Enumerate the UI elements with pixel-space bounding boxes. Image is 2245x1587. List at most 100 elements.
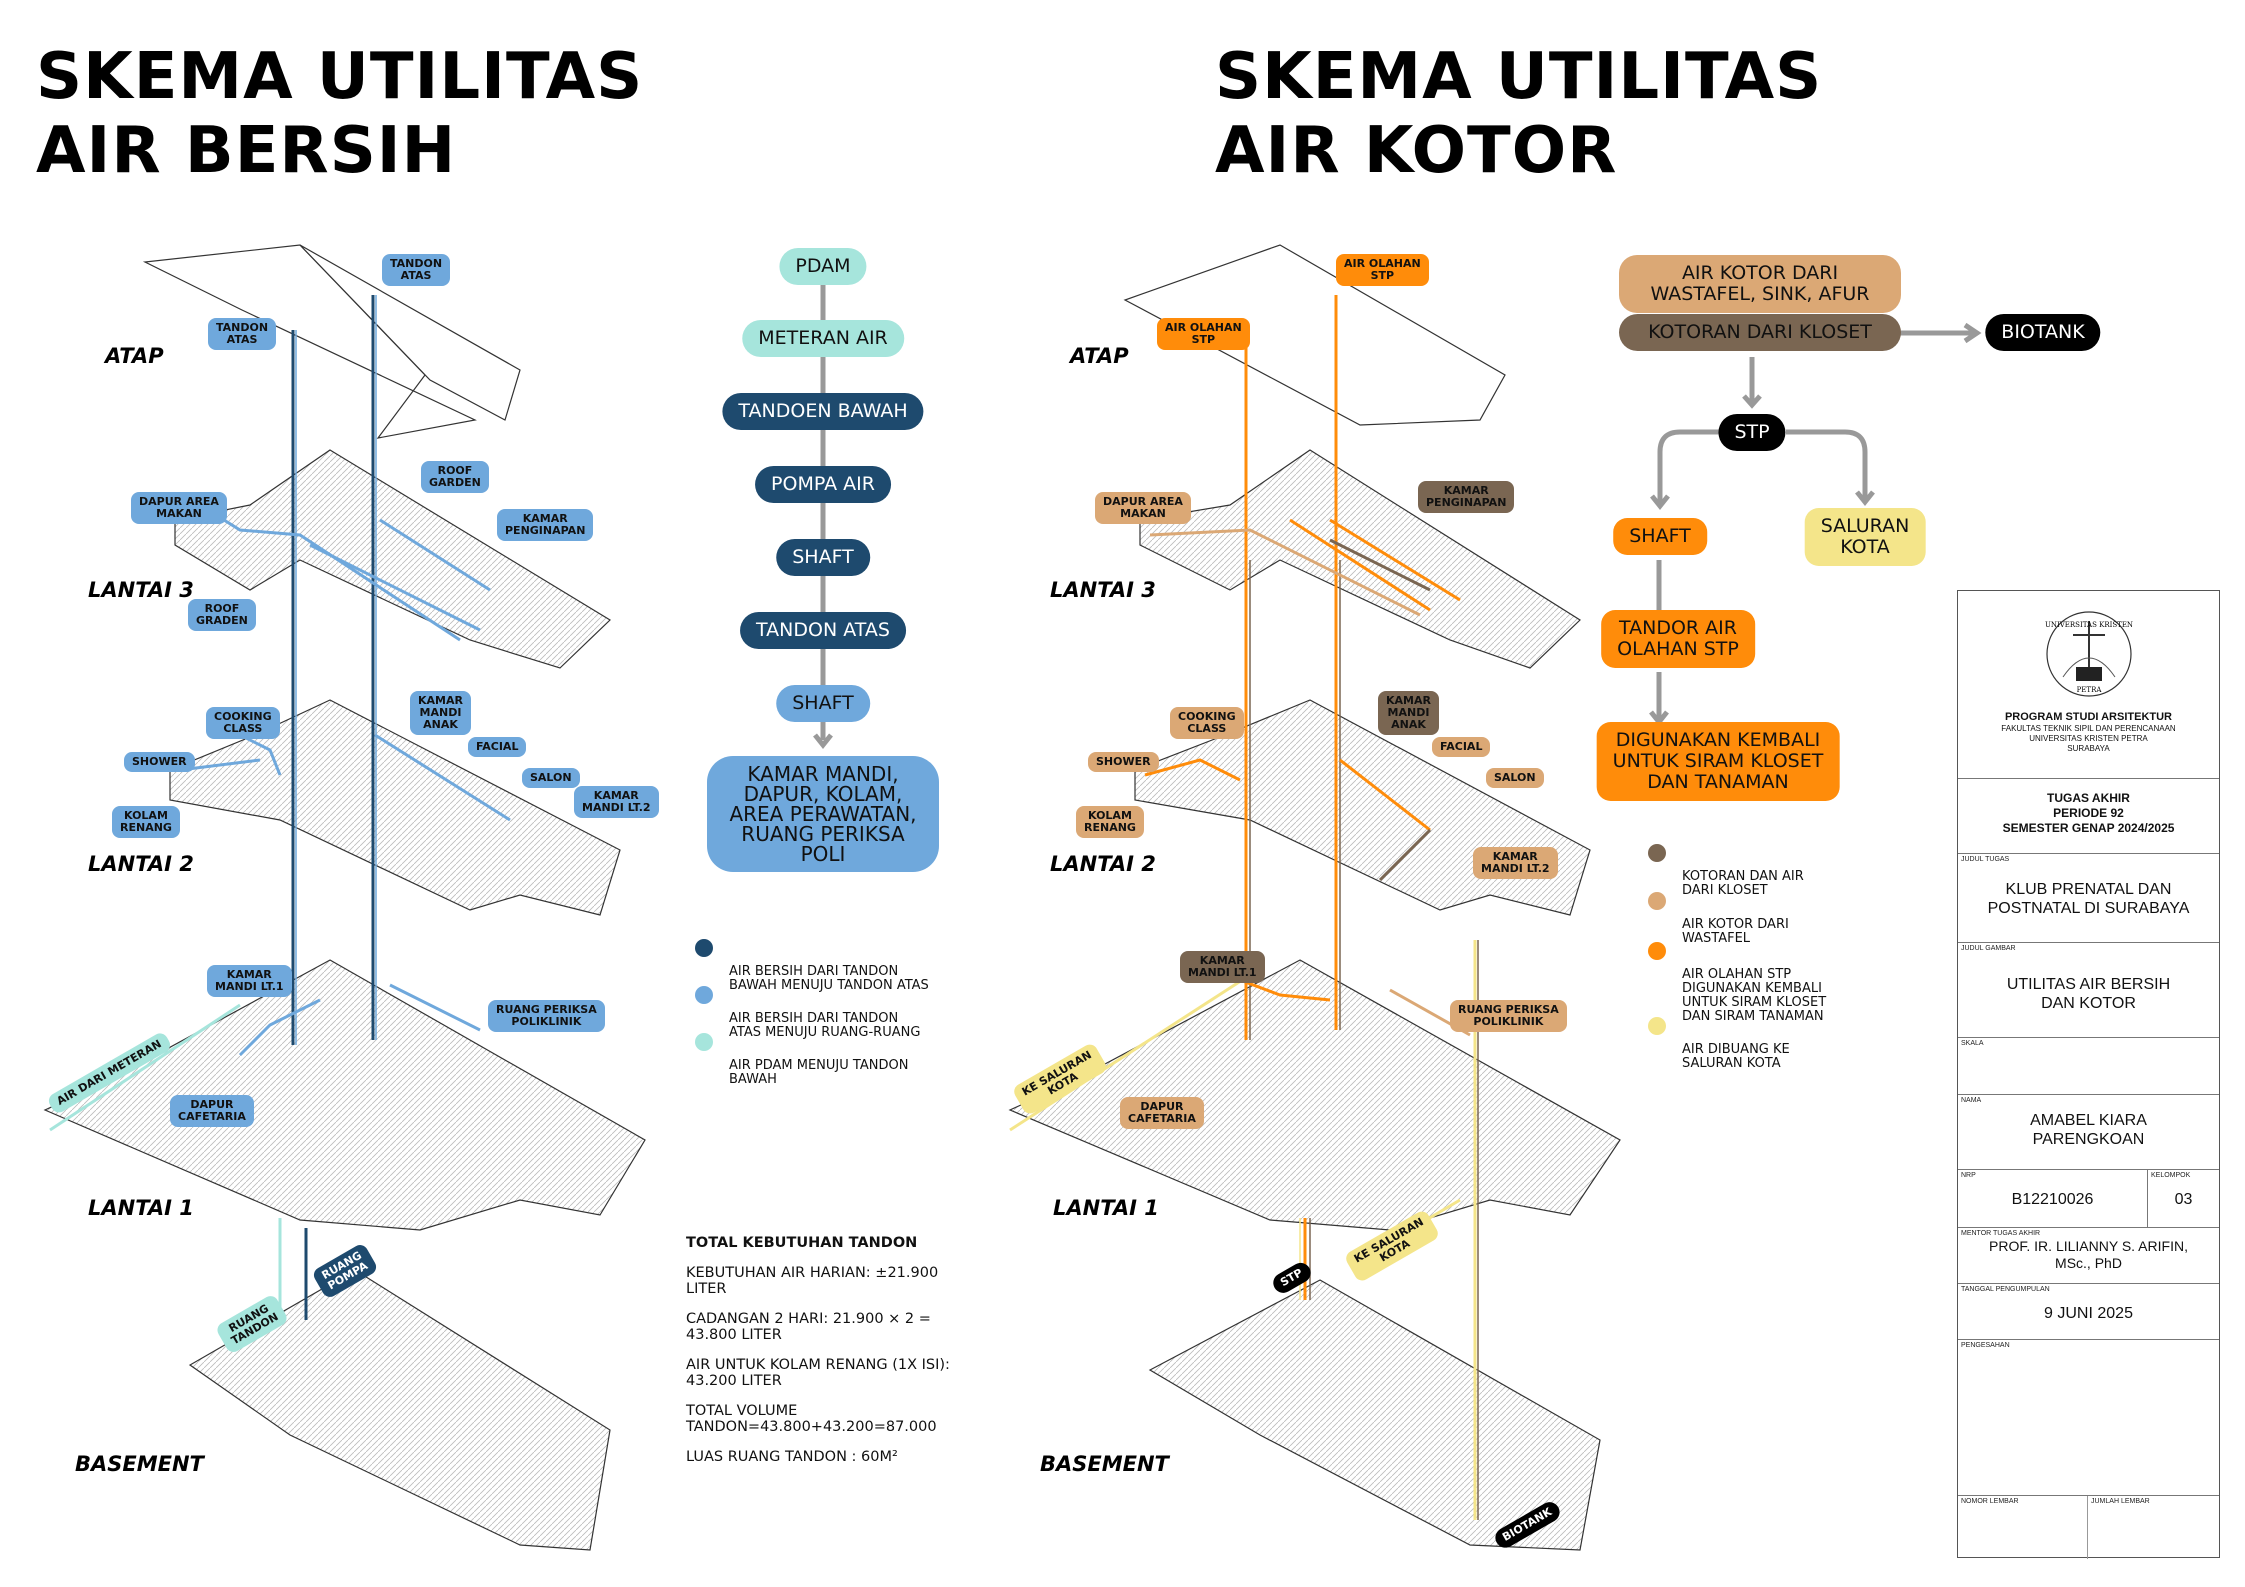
faculty-name: FAKULTAS TEKNIK SIPIL DAN PERENCANAAN [2001, 724, 2176, 733]
tag-r-salon: SALON [1486, 768, 1544, 788]
right-title-line2: AIR KOTOR [1215, 114, 1618, 188]
flow-node-kotoran: KOTORAN DARI KLOSET [1619, 314, 1901, 351]
tag-roof-graden: ROOF GRADEN [188, 599, 256, 631]
tag-ruang-periksa: RUANG PERIKSA POLIKLINIK [488, 1000, 605, 1032]
right-floor-label-lantai2: LANTAI 2 [1050, 852, 1156, 876]
right-floor-label-lantai3: LANTAI 3 [1050, 578, 1156, 602]
project-title: KLUB PRENATAL DAN POSTNATAL DI SURABAYA [1987, 881, 2190, 917]
legend-dot-brown [1648, 844, 1666, 862]
left-floor-3 [174, 449, 611, 669]
right-legend-item-3: AIR OLAHAN STP DIGUNAKAN KEMBALI UNTUK S… [1648, 940, 1826, 1038]
right-basement [1148, 1279, 1601, 1551]
tag-cooking-class: COOKING CLASS [206, 707, 280, 739]
student-nrp: B12210026 [2011, 1191, 2094, 1208]
tag-r-kamar-mandi-lt2: KAMAR MANDI LT.2 [1473, 847, 1558, 879]
left-basement [188, 1269, 611, 1551]
calc-line-daily: KEBUTUHAN AIR HARIAN: ±21.900 LITER [686, 1265, 939, 1297]
tag-r-kolam-renang: KOLAM RENANG [1076, 806, 1144, 838]
legend-dot-orange [1648, 942, 1666, 960]
flow-node-stp: STP [1718, 414, 1786, 451]
right-title: SKEMA UTILITAS AIR KOTOR [1215, 40, 1822, 188]
right-floor-label-lantai1: LANTAI 1 [1053, 1196, 1159, 1220]
legend-dot-navy [695, 939, 713, 957]
flow-node-shaft-2: SHAFT [776, 685, 870, 722]
right-roof-plate [1123, 244, 1506, 426]
judul-gambar-cell: JUDUL GAMBAR UTILITAS AIR BERSIH DAN KOT… [1958, 943, 2219, 1038]
flow-node-tandon-atas: TANDON ATAS [740, 612, 906, 649]
calc-line-pool: AIR UNTUK KOLAM RENANG (1X ISI): 43.200 … [686, 1357, 950, 1389]
tag-r-kamar-mandi-lt1: KAMAR MANDI LT.1 [1180, 951, 1265, 983]
left-title: SKEMA UTILITAS AIR BERSIH [36, 40, 643, 188]
tag-r-shower: SHOWER [1088, 752, 1159, 772]
drawing-title: UTILITAS AIR BERSIH DAN KOTOR [2006, 976, 2171, 1012]
title-block: UNIVERSITAS KRISTEN PETRA PROGRAM STUDI … [1957, 590, 2220, 1559]
tag-r-cooking-class: COOKING CLASS [1170, 707, 1244, 739]
right-legend-item-1: KOTORAN DAN AIR DARI KLOSET [1648, 842, 1804, 912]
tag-kamar-mandi-lt2: KAMAR MANDI LT.2 [574, 786, 659, 818]
flow-node-pdam: PDAM [779, 248, 867, 285]
tag-kamar-penginapan: KAMAR PENGINAPAN [497, 509, 594, 541]
calc-line-area: LUAS RUANG TANDON : 60M² [686, 1449, 898, 1465]
right-title-line1: SKEMA UTILITAS [1215, 40, 1823, 114]
left-iso-building [43, 244, 646, 1551]
flow-node-tandor: TANDOR AIR OLAHAN STP [1601, 610, 1755, 668]
tag-air-olahan-stp-2: AIR OLAHAN STP [1157, 318, 1250, 350]
lembar-cell: NOMOR LEMBAR JUMLAH LEMBAR [1958, 1496, 2219, 1559]
judul-tugas-cell: JUDUL TUGAS KLUB PRENATAL DAN POSTNATAL … [1958, 854, 2219, 943]
left-flow-connectors [813, 285, 833, 750]
tag-r-ruang-periksa: RUANG PERIKSA POLIKLINIK [1450, 1000, 1567, 1032]
pengesahan-cell: PENGESAHAN [1958, 1340, 2219, 1496]
svg-text:UNIVERSITAS KRISTEN: UNIVERSITAS KRISTEN [2045, 621, 2133, 629]
right-floor-label-basement: BASEMENT [1040, 1452, 1169, 1476]
calc-heading: TOTAL KEBUTUHAN TANDON [686, 1235, 918, 1251]
svg-text:PETRA: PETRA [2077, 686, 2103, 694]
left-legend-item-1: AIR BERSIH DARI TANDON BAWAH MENUJU TAND… [695, 937, 929, 1007]
left-title-line1: SKEMA UTILITAS [36, 40, 644, 114]
skala-cell: SKALA [1958, 1038, 2219, 1095]
right-legend-item-4: AIR DIBUANG KE SALURAN KOTA [1648, 1015, 1790, 1085]
left-title-line2: AIR BERSIH [36, 114, 457, 188]
tag-r-facial: FACIAL [1432, 737, 1491, 757]
title-block-header: UNIVERSITAS KRISTEN PETRA PROGRAM STUDI … [1958, 591, 2219, 779]
flow-node-digunakan-kembali: DIGUNAKAN KEMBALI UNTUK SIRAM KLOSET DAN… [1596, 722, 1840, 801]
left-floor-label-lantai3: LANTAI 3 [88, 578, 194, 602]
flow-node-biotank: BIOTANK [1985, 314, 2101, 351]
right-floor-label-atap: ATAP [1070, 344, 1129, 368]
left-floor-label-atap: ATAP [105, 344, 164, 368]
legend-dot-tan [1648, 892, 1666, 910]
tag-r-kamar-penginapan: KAMAR PENGINAPAN [1418, 481, 1515, 513]
tag-air-olahan-stp-1: AIR OLAHAN STP [1336, 254, 1429, 286]
flow-node-pompa-air: POMPA AIR [755, 466, 891, 503]
left-floor-label-lantai1: LANTAI 1 [88, 1196, 194, 1220]
course-info: TUGAS AKHIR PERIODE 92 SEMESTER GENAP 20… [1958, 779, 2219, 854]
university-name: UNIVERSITAS KRISTEN PETRA [2029, 734, 2148, 743]
tag-dapur-cafetaria: DAPUR CAFETARIA [170, 1095, 254, 1127]
tank-calculation: TOTAL KEBUTUHAN TANDON KEBUTUHAN AIR HAR… [686, 1235, 1006, 1479]
left-legend-item-2: AIR BERSIH DARI TANDON ATAS MENUJU RUANG… [695, 984, 920, 1054]
flow-node-shaft-1: SHAFT [776, 539, 870, 576]
group-number: 03 [2174, 1191, 2193, 1208]
tag-tandon-atas-2: TANDON ATAS [208, 318, 277, 350]
left-floor-2 [169, 699, 621, 916]
program-name: PROGRAM STUDI ARSITEKTUR [2004, 711, 2173, 723]
tag-r-kamar-mandi-anak: KAMAR MANDI ANAK [1378, 691, 1439, 735]
tanggal-cell: TANGGAL PENGUMPULAN 9 JUNI 2025 [1958, 1284, 2219, 1340]
tag-kamar-mandi-lt1: KAMAR MANDI LT.1 [207, 965, 292, 997]
tag-dapur-area-makan: DAPUR AREA MAKAN [131, 492, 227, 524]
left-floor-label-basement: BASEMENT [75, 1452, 204, 1476]
flow-node-shaft: SHAFT [1613, 518, 1707, 555]
right-floor-3 [1139, 449, 1581, 669]
left-roof-plate-b [299, 244, 521, 421]
tag-salon: SALON [522, 768, 580, 788]
legend-dot-light-blue [695, 986, 713, 1004]
university-logo-icon: UNIVERSITAS KRISTEN PETRA [2045, 611, 2133, 697]
tag-kamar-mandi-anak: KAMAR MANDI ANAK [410, 691, 471, 735]
left-floor-label-lantai2: LANTAI 2 [88, 852, 194, 876]
nrp-cell: NRP B12210026 KELOMPOK 03 [1958, 1170, 2219, 1228]
student-name: AMABEL KIARA PARENGKOAN [2030, 1112, 2147, 1148]
right-legend-item-2: AIR KOTOR DARI WASTAFEL [1648, 890, 1789, 960]
legend-dot-yellow [1648, 1017, 1666, 1035]
flow-node-air-kotor: AIR KOTOR DARI WASTAFEL, SINK, AFUR [1619, 255, 1901, 313]
tag-shower: SHOWER [124, 752, 195, 772]
